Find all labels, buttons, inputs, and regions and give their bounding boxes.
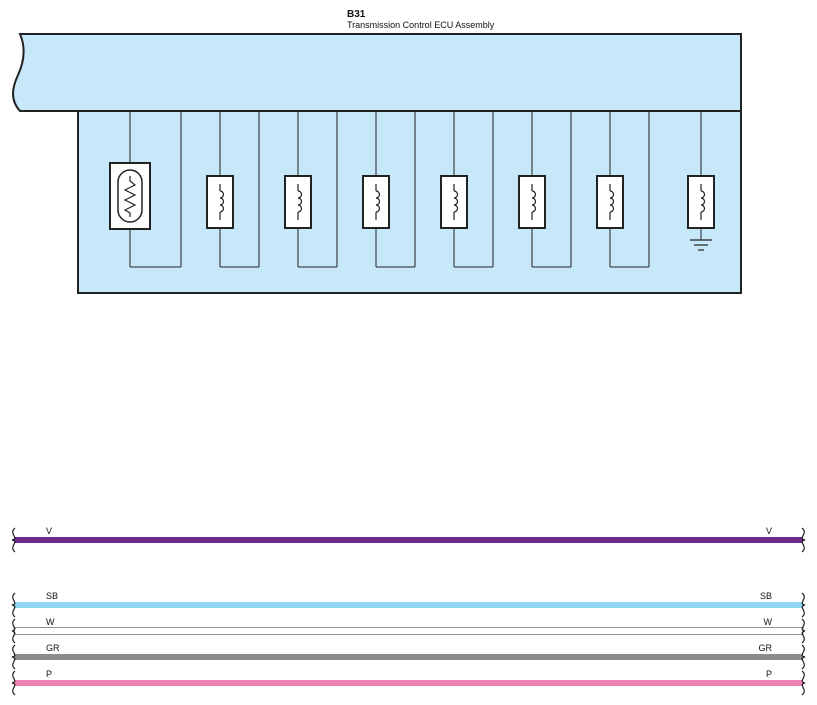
thermistor-body bbox=[117, 169, 143, 223]
wire-label-left: V bbox=[46, 526, 52, 536]
solenoid-box bbox=[596, 175, 624, 229]
wire-label-left: SB bbox=[46, 591, 58, 601]
wire-break-left bbox=[11, 670, 16, 696]
wire-label-right: W bbox=[764, 617, 773, 627]
wire-label-right: V bbox=[766, 526, 772, 536]
ecu-connector-band bbox=[12, 33, 742, 112]
coil-icon bbox=[219, 184, 225, 220]
solenoid-element bbox=[362, 111, 416, 268]
coil-icon bbox=[531, 184, 537, 220]
wire-break-right bbox=[801, 592, 806, 618]
wire-label-left: W bbox=[46, 617, 55, 627]
wire: GR GR bbox=[11, 643, 806, 670]
ecu-body bbox=[77, 110, 742, 294]
wire-break-right bbox=[801, 644, 806, 670]
wire-label-left: P bbox=[46, 669, 52, 679]
wire-break-left bbox=[11, 592, 16, 618]
solenoid-element bbox=[284, 111, 338, 268]
internal-elements bbox=[109, 111, 715, 268]
coil-icon bbox=[297, 184, 303, 220]
coil-icon bbox=[453, 184, 459, 220]
wire-line bbox=[13, 627, 804, 635]
solenoid-element bbox=[518, 111, 572, 268]
solenoid-box bbox=[440, 175, 468, 229]
solenoid-element bbox=[440, 111, 494, 268]
resistor-zigzag-icon bbox=[123, 176, 137, 217]
wire-break-left bbox=[11, 644, 16, 670]
solenoid-box bbox=[518, 175, 546, 229]
solenoid-element bbox=[687, 111, 715, 251]
component-code: B31 bbox=[347, 9, 366, 20]
wire-label-left: GR bbox=[46, 643, 60, 653]
wire-break-left bbox=[11, 618, 16, 644]
solenoid-element bbox=[206, 111, 260, 268]
solenoid-box bbox=[284, 175, 312, 229]
solenoid-box bbox=[362, 175, 390, 229]
coil-icon bbox=[609, 184, 615, 220]
component-name: Transmission Control ECU Assembly bbox=[347, 20, 495, 30]
wire-label-right: GR bbox=[759, 643, 773, 653]
ground-icon bbox=[690, 239, 712, 251]
solenoid-box bbox=[206, 175, 234, 229]
solenoid-element bbox=[596, 111, 650, 268]
wire: SB SB bbox=[11, 591, 806, 618]
wire-break-right bbox=[801, 670, 806, 696]
wire-label-right: P bbox=[766, 669, 772, 679]
solenoid-box bbox=[687, 175, 715, 229]
coil-icon bbox=[700, 184, 706, 220]
wire-break-right bbox=[801, 618, 806, 644]
wire-label-right: SB bbox=[760, 591, 772, 601]
coil-icon bbox=[375, 184, 381, 220]
thermistor-element bbox=[109, 111, 182, 268]
wire-break-left bbox=[11, 527, 16, 553]
wire-break-right bbox=[801, 527, 806, 553]
